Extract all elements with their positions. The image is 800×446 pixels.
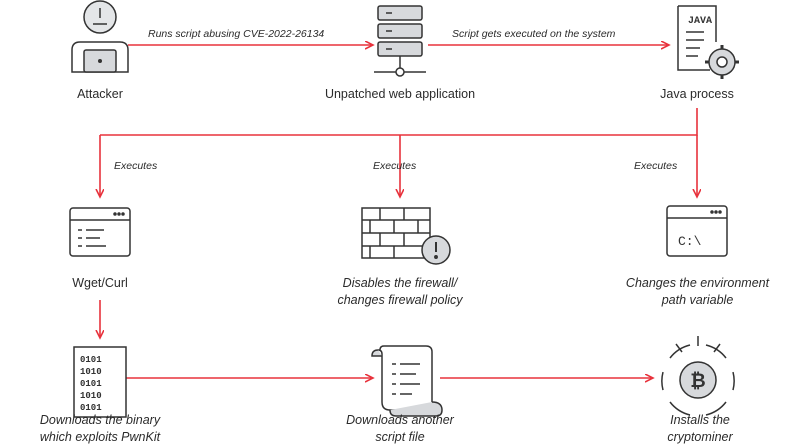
binary-label-line2: which exploits PwnKit — [39, 430, 161, 444]
binary-label-line1: Downloads the binary — [39, 413, 161, 427]
edge-label-executes-right: Executes — [634, 160, 678, 172]
terminal-window-icon — [69, 207, 131, 257]
edge-label-script-executed: Script gets executed on the system — [452, 28, 616, 40]
java-document-gear-icon: JAVA — [677, 5, 739, 79]
binary-file-icon: 0101 1010 0101 1010 0101 — [73, 346, 127, 418]
svg-text:1010: 1010 — [80, 391, 102, 401]
edge-label-executes-left: Executes — [114, 160, 158, 172]
script-label-line2: script file — [375, 430, 425, 444]
node-label-miner: Installs the cryptominer — [640, 412, 760, 446]
edge-label-runs-script: Runs script abusing CVE-2022-26134 — [148, 28, 325, 40]
console-icon-text: C:\ — [678, 234, 702, 249]
miner-label-line2: cryptominer — [667, 430, 733, 444]
java-icon-text: JAVA — [688, 16, 712, 27]
edges — [100, 45, 697, 378]
env-path-label-line2: path variable — [661, 293, 734, 307]
bitcoin-icon-text: ₿ — [690, 370, 705, 392]
svg-text:0101: 0101 — [80, 379, 102, 389]
node-label-binary: Downloads the binary which exploits PwnK… — [20, 412, 180, 446]
console-window-icon: C:\ — [666, 205, 728, 257]
firewall-warning-icon — [361, 207, 451, 265]
svg-text:0101: 0101 — [80, 403, 102, 413]
edge-label-executes-mid: Executes — [373, 160, 417, 172]
server-icon — [374, 5, 426, 77]
node-label-firewall: Disables the firewall/ changes firewall … — [300, 275, 500, 309]
script-scroll-icon — [371, 345, 443, 417]
edge-java-to-branch — [100, 108, 698, 136]
node-label-web-app: Unpatched web application — [324, 87, 476, 101]
bitcoin-icon: ₿ — [661, 336, 735, 416]
node-label-attacker: Attacker — [77, 87, 123, 101]
node-label-script: Downloads another script file — [320, 412, 480, 446]
firewall-label-line1: Disables the firewall/ — [342, 276, 458, 290]
script-label-line1: Downloads another — [346, 413, 454, 427]
svg-text:1010: 1010 — [80, 367, 102, 377]
env-path-label-line1: Changes the environment — [625, 276, 770, 290]
node-label-wget: Wget/Curl — [72, 276, 128, 290]
attacker-icon — [71, 0, 129, 73]
binary-icon-text: 0101 — [80, 355, 102, 365]
node-label-java: Java process — [660, 87, 734, 101]
node-label-env-path: Changes the environment path variable — [610, 275, 785, 309]
miner-label-line1: Installs the — [670, 413, 730, 427]
firewall-label-line2: changes firewall policy — [337, 293, 463, 307]
